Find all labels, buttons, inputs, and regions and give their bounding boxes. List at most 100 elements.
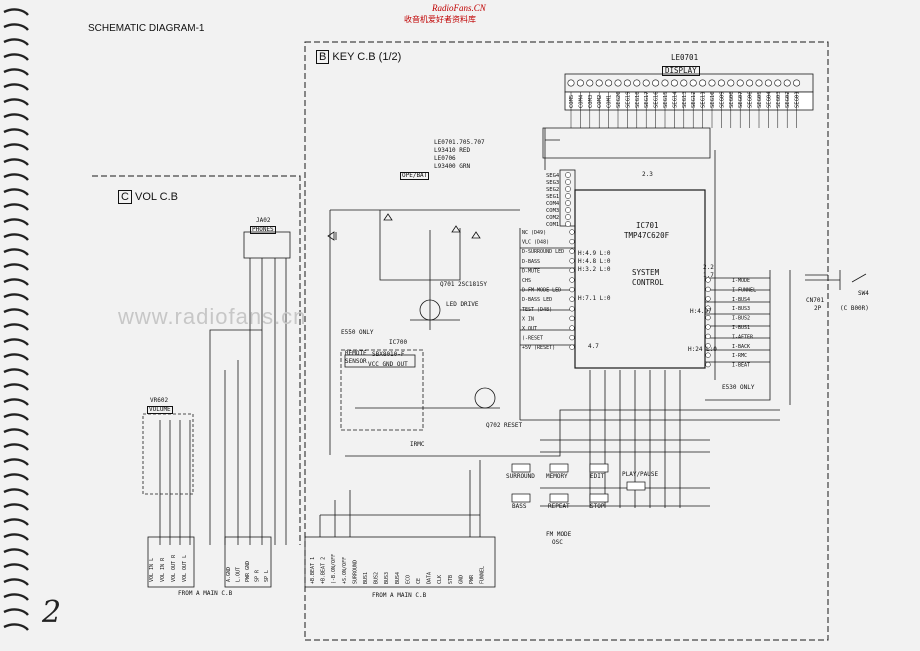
page-number-handwritten: 2 [42, 595, 62, 630]
switch-repeat-icon [549, 493, 569, 503]
spiral-coil [3, 233, 29, 241]
led-705-icon [383, 213, 393, 221]
ic-right-signal-label: I-BACK [732, 344, 750, 350]
spiral-coil [3, 353, 29, 361]
voltage-47: 4.7 [588, 343, 599, 350]
ic-signal-pin [569, 334, 575, 341]
ic-left-pin-label: SEG4 [546, 173, 560, 179]
switch-edit-icon [589, 463, 609, 473]
spiral-coil [3, 473, 29, 481]
display-pin [595, 79, 603, 87]
display-pin [793, 79, 801, 87]
display-segment-label: SEG20 [616, 91, 622, 108]
display-segment-label: SEG05 [757, 91, 763, 108]
spiral-coil [3, 68, 29, 76]
ic-right-signal-label: I-BUS4 [732, 297, 750, 303]
fm-osc-label: OSC [552, 539, 563, 546]
display-pin [567, 79, 575, 87]
ic-left-pin [565, 179, 571, 185]
spiral-coil [3, 518, 29, 526]
spiral-coil [3, 398, 29, 406]
ic701-part: TMP47C620F [624, 231, 670, 240]
ic-signal-pin [569, 238, 575, 245]
ic-right-pin [705, 296, 711, 302]
ic-right-signal-label: I-AFTER [732, 334, 754, 340]
spiral-coil [3, 533, 29, 541]
voltage-497: H:4.97 [690, 308, 712, 315]
display-segment-label: SEG09 [719, 91, 725, 108]
cn701-pins: 2P [814, 305, 822, 312]
connector-mid-label: CE [416, 578, 422, 584]
ic-signal-pin [569, 344, 575, 350]
ic-signal-pin [569, 229, 575, 235]
ic-signal-label: D-BASS LED [522, 297, 552, 303]
section-vol-tag: C [118, 190, 132, 204]
display-segment-label: SEG12 [691, 91, 697, 108]
display-segment-label: SEG14 [672, 91, 678, 108]
display-pin [717, 79, 725, 87]
ic-right-signal-label: I-BUS2 [732, 316, 750, 322]
ic-signal-label: X OUT [522, 326, 537, 332]
connector-mid-label: FUNNEL [480, 566, 486, 584]
switch-memory-icon [549, 463, 569, 473]
connector-mid-label: +S.ON/OFF [342, 557, 348, 584]
spiral-coil [3, 578, 29, 586]
ic-signal-label: NC (D49) [522, 230, 546, 236]
ic700-ref: IC700 [389, 339, 408, 346]
sw-play-label: PLAY/PAUSE [622, 471, 659, 478]
switch-play-icon [626, 481, 646, 491]
ic-left-pin [565, 193, 571, 199]
ic-right-signal-label: I-FUNNEL [732, 287, 756, 293]
ic-signal-pin [569, 248, 575, 254]
ic-right-signal-label: I-RMC [732, 353, 747, 359]
display-segment-label: COM3 [588, 95, 594, 108]
display-segment-label: SEG01 [795, 91, 801, 108]
display-pin [642, 79, 650, 87]
connector-mid-label: CLK [437, 575, 443, 584]
ic-signal-pin [569, 267, 575, 274]
display-pin [755, 79, 763, 87]
ic-right-pin [705, 343, 711, 349]
connector-mid-label: DATA [427, 572, 433, 584]
voltage-32: H:3.2 L:0 [578, 266, 611, 273]
ic-signal-pin [569, 296, 575, 302]
ic-left-pin-label: COM2 [546, 215, 559, 221]
display-pin [605, 79, 613, 87]
display-pin [680, 79, 688, 87]
watermark-site: RadioFans.CN [432, 3, 486, 13]
ic-signal-pin [569, 258, 575, 264]
display-pin [614, 79, 622, 87]
watermark-cn: 收音机爱好者资料库 [404, 15, 476, 24]
jack-ref: JA02 [256, 217, 271, 224]
display-segment-label: SEG18 [635, 91, 641, 108]
connector-left-label: A.GND [226, 567, 232, 582]
spiral-coil [3, 443, 29, 451]
ic-signal-pin [569, 315, 575, 322]
voltage-48: H:4.8 L:0 [578, 258, 611, 265]
sw-edit-label: EDIT [590, 473, 605, 480]
ic-signal-pin [569, 306, 575, 312]
from-main-left: FROM A MAIN C.B [178, 590, 233, 597]
ic-right-pin [705, 324, 711, 330]
switch-surround-icon [511, 463, 531, 473]
spiral-coil [3, 263, 29, 271]
voltage-49: H:4.9 L:0 [578, 250, 611, 257]
ic-signal-pin [569, 325, 575, 331]
ic-signal-label: X IN [522, 316, 534, 322]
spiral-coil [3, 173, 29, 181]
section-vol-label: VOL C.B [135, 191, 179, 203]
ic-right-pin [705, 352, 711, 358]
spiral-coil [3, 38, 29, 46]
watermark-url: www.radiofans.cn [118, 304, 307, 329]
ic-left-pin-label: COM4 [546, 201, 560, 207]
ic-left-pin [565, 221, 571, 227]
section-vol-cb: C VOL C.B [118, 190, 179, 204]
connector-mid-label: GND [458, 575, 464, 584]
led-707-icon [451, 225, 461, 233]
connector-mid-label: BUS2 [374, 572, 380, 584]
ic701-ref: IC701 [636, 221, 659, 230]
led-red: L93410 RED [434, 147, 471, 154]
spiral-coil [3, 113, 29, 121]
spiral-coil [3, 8, 29, 16]
ic701-function-1: SYSTEM [632, 268, 660, 277]
